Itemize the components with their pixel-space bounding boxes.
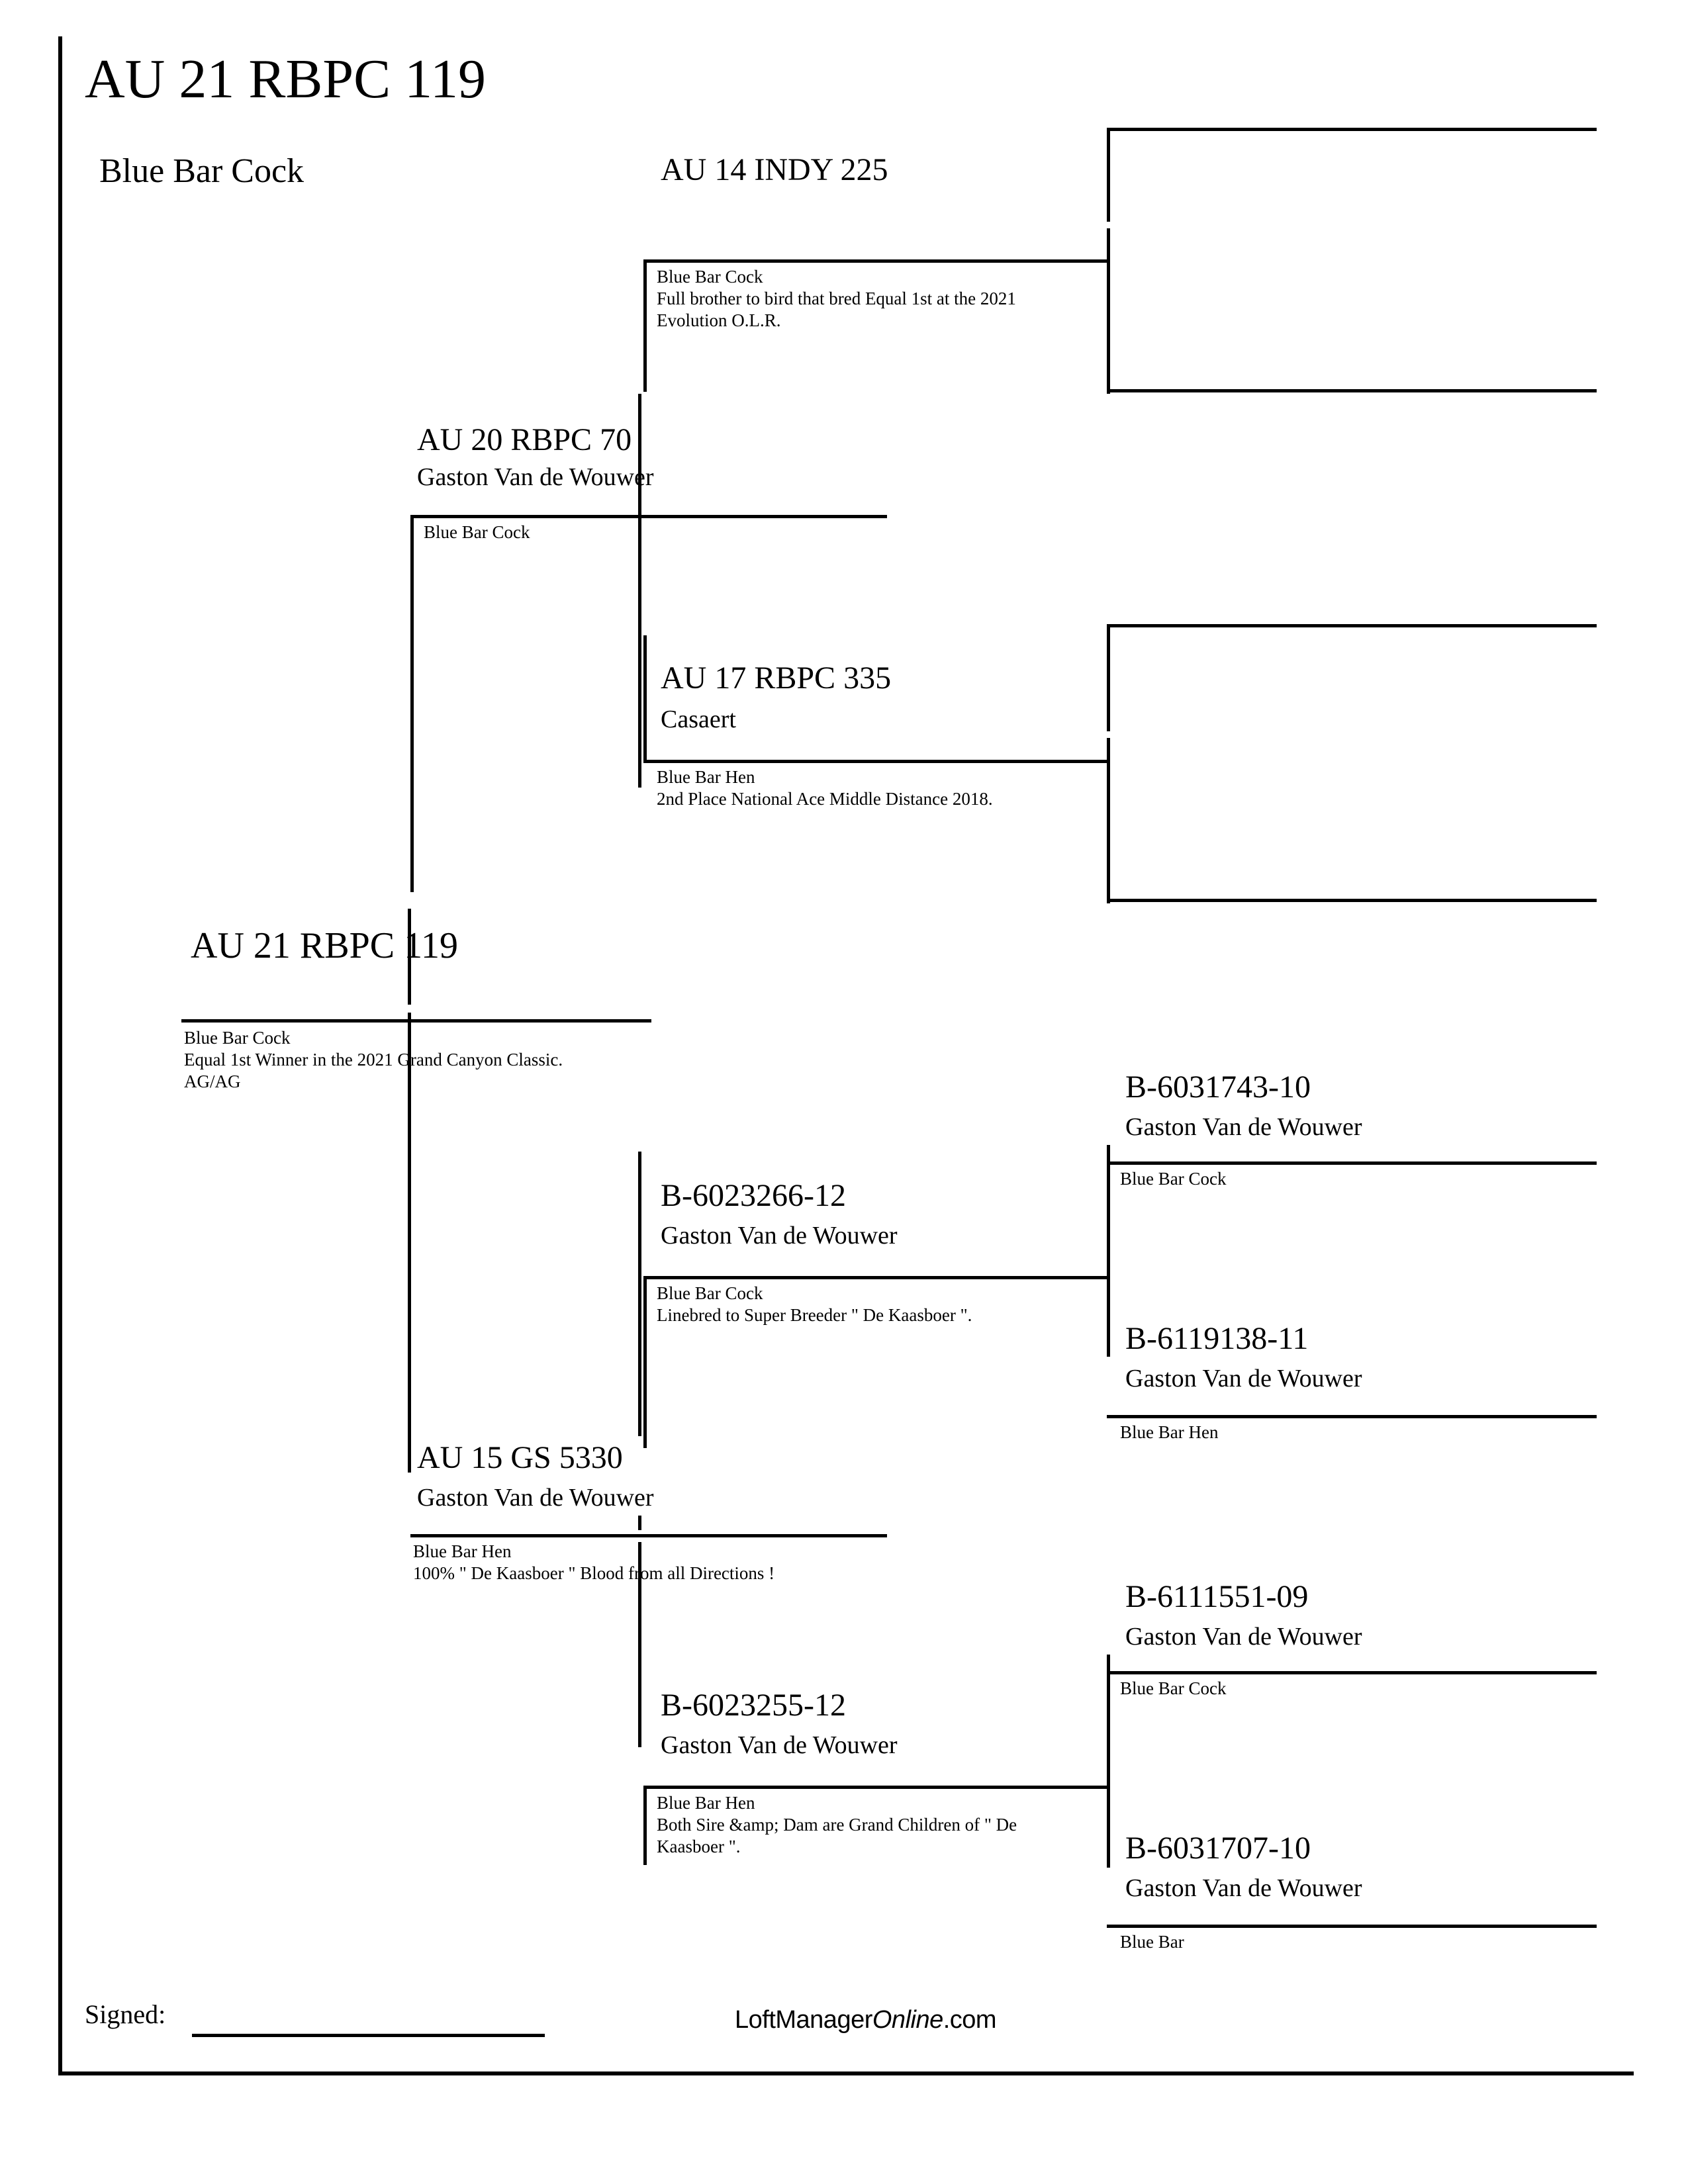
connector-sire-sire-lower: [1107, 228, 1110, 394]
gg7-breeder: Gaston Van de Wouwer: [1125, 1623, 1362, 1651]
brand-italic: Online: [872, 2006, 943, 2034]
gg6-id: B-6119138-11: [1125, 1321, 1309, 1356]
gg6-bottom-rule: [1107, 1415, 1597, 1418]
connector-sire-dam-upper: [1107, 625, 1110, 731]
dam-sire-id: B-6023266-12: [661, 1178, 846, 1213]
dam-sire-note-line1: Blue Bar Cock: [657, 1283, 763, 1303]
subject-note-top-rule: [181, 1019, 651, 1023]
dam-dam-note-line2: Both Sire &amp; Dam are Grand Children o…: [657, 1814, 1017, 1835]
gg8-id: B-6031707-10: [1125, 1831, 1311, 1866]
sire-note-top-rule: [410, 515, 887, 518]
subject-note-line2: Equal 1st Winner in the 2021 Grand Canyo…: [184, 1049, 563, 1069]
sire-sire-id: AU 14 INDY 225: [661, 152, 888, 187]
sire-dam-id: AU 17 RBPC 335: [661, 660, 892, 696]
connector-dam-tick: [638, 1516, 641, 1530]
brand-suffix: .com: [943, 2006, 997, 2034]
sire-dam-note-top-rule: [643, 760, 1107, 763]
page-border-bottom: [58, 2071, 1634, 2075]
page-title: AU 21 RBPC 119: [85, 48, 487, 110]
gg5-note-top-rule: [1107, 1161, 1597, 1165]
dam-sire-note-top-rule: [643, 1276, 1107, 1279]
subject-note-line1: Blue Bar Cock: [184, 1028, 291, 1048]
dam-id: AU 15 GS 5330: [417, 1440, 623, 1475]
page-border-left: [58, 36, 62, 2075]
connector-sire-lower: [638, 523, 641, 788]
connector-dam-upper: [638, 1152, 641, 1436]
dam-note-line1: Blue Bar Hen: [413, 1541, 512, 1561]
connector-dam-sire-lower: [1107, 1257, 1110, 1357]
connector-subject-upper: [408, 909, 411, 1005]
sire-dam-breeder: Casaert: [661, 705, 736, 733]
gg3-top-rule: [1107, 624, 1597, 627]
sire-breeder: Gaston Van de Wouwer: [417, 463, 654, 491]
gg5-note-left-rule: [1107, 1161, 1110, 1267]
gg5-note-line1: Blue Bar Cock: [1120, 1169, 1227, 1189]
signature-line[interactable]: [192, 2034, 545, 2037]
page-subtitle: Blue Bar Cock: [99, 152, 305, 190]
subject-id: AU 21 RBPC 119: [191, 925, 459, 966]
dam-breeder: Gaston Van de Wouwer: [417, 1484, 654, 1512]
sire-sire-note-line2: Full brother to bird that bred Equal 1st…: [657, 288, 1016, 308]
gg6-note-line1: Blue Bar Hen: [1120, 1422, 1219, 1442]
gg7-note-top-rule: [1107, 1671, 1597, 1674]
gg7-note-left-rule: [1107, 1671, 1110, 1777]
sire-dam-note-line1: Blue Bar Hen: [657, 767, 755, 787]
dam-note: Blue Bar Hen 100% " De Kaasboer " Blood …: [413, 1541, 876, 1584]
subject-note: Blue Bar Cock Equal 1st Winner in the 20…: [184, 1027, 647, 1093]
sire-dam-note-left-rule: [643, 635, 647, 762]
sire-sire-note-line3: Evolution O.L.R.: [657, 310, 781, 330]
gg5-breeder: Gaston Van de Wouwer: [1125, 1113, 1362, 1141]
connector-dam-lower: [638, 1542, 641, 1747]
gg7-id: B-6111551-09: [1125, 1579, 1309, 1614]
dam-dam-id: B-6023255-12: [661, 1688, 846, 1723]
dam-sire-note-line2: Linebred to Super Breeder " De Kaasboer …: [657, 1304, 972, 1325]
dam-dam-breeder: Gaston Van de Wouwer: [661, 1731, 898, 1759]
dam-sire-breeder: Gaston Van de Wouwer: [661, 1222, 898, 1250]
dam-sire-note: Blue Bar Cock Linebred to Super Breeder …: [657, 1283, 1120, 1326]
dam-dam-note-top-rule: [643, 1786, 1107, 1789]
connector-subject-tick: [408, 1013, 411, 1023]
connector-sire-upper: [638, 394, 641, 526]
gg2-bottom-rule: [1107, 389, 1597, 392]
signed-label: Signed:: [85, 1999, 166, 2029]
gg1-top-rule: [1107, 128, 1597, 131]
sire-dam-note: Blue Bar Hen 2nd Place National Ace Midd…: [657, 766, 1120, 810]
dam-dam-note-left-rule: [643, 1786, 647, 1865]
sire-sire-note-left-rule: [643, 259, 647, 392]
sire-id: AU 20 RBPC 70: [417, 422, 632, 457]
dam-dam-note-line3: Kaasboer ".: [657, 1836, 741, 1856]
dam-sire-note-left-rule: [643, 1276, 647, 1448]
connector-sire-sire-upper: [1107, 129, 1110, 222]
sire-note-left-rule: [410, 515, 414, 892]
sire-sire-note-line1: Blue Bar Cock: [657, 267, 763, 287]
dam-note-top-rule: [410, 1534, 887, 1537]
sire-sire-note-top-rule: [643, 259, 1107, 263]
connector-dam-dam-lower: [1107, 1768, 1110, 1868]
sire-sire-note: Blue Bar Cock Full brother to bird that …: [657, 266, 1102, 332]
gg6-breeder: Gaston Van de Wouwer: [1125, 1365, 1362, 1392]
subject-note-line3: AG/AG: [184, 1071, 241, 1091]
sire-dam-note-line2: 2nd Place National Ace Middle Distance 2…: [657, 788, 993, 809]
gg8-note-line1: Blue Bar: [1120, 1932, 1184, 1952]
gg4-bottom-rule: [1107, 899, 1597, 902]
gg7-note-line1: Blue Bar Cock: [1120, 1678, 1227, 1698]
connector-subject-lower: [408, 1023, 411, 1473]
gg5-id: B-6031743-10: [1125, 1069, 1311, 1105]
connector-sire-dam-lower: [1107, 738, 1110, 903]
sire-note-line1: Blue Bar Cock: [424, 522, 530, 542]
gg8-breeder: Gaston Van de Wouwer: [1125, 1874, 1362, 1902]
brand-watermark: LoftManagerOnline.com: [735, 2006, 997, 2034]
dam-note-line2: 100% " De Kaasboer " Blood from all Dire…: [413, 1563, 775, 1583]
gg8-bottom-rule: [1107, 1925, 1597, 1928]
dam-dam-note: Blue Bar Hen Both Sire &amp; Dam are Gra…: [657, 1792, 1107, 1858]
brand-prefix: LoftManager: [735, 2006, 872, 2034]
dam-dam-note-line1: Blue Bar Hen: [657, 1793, 755, 1813]
